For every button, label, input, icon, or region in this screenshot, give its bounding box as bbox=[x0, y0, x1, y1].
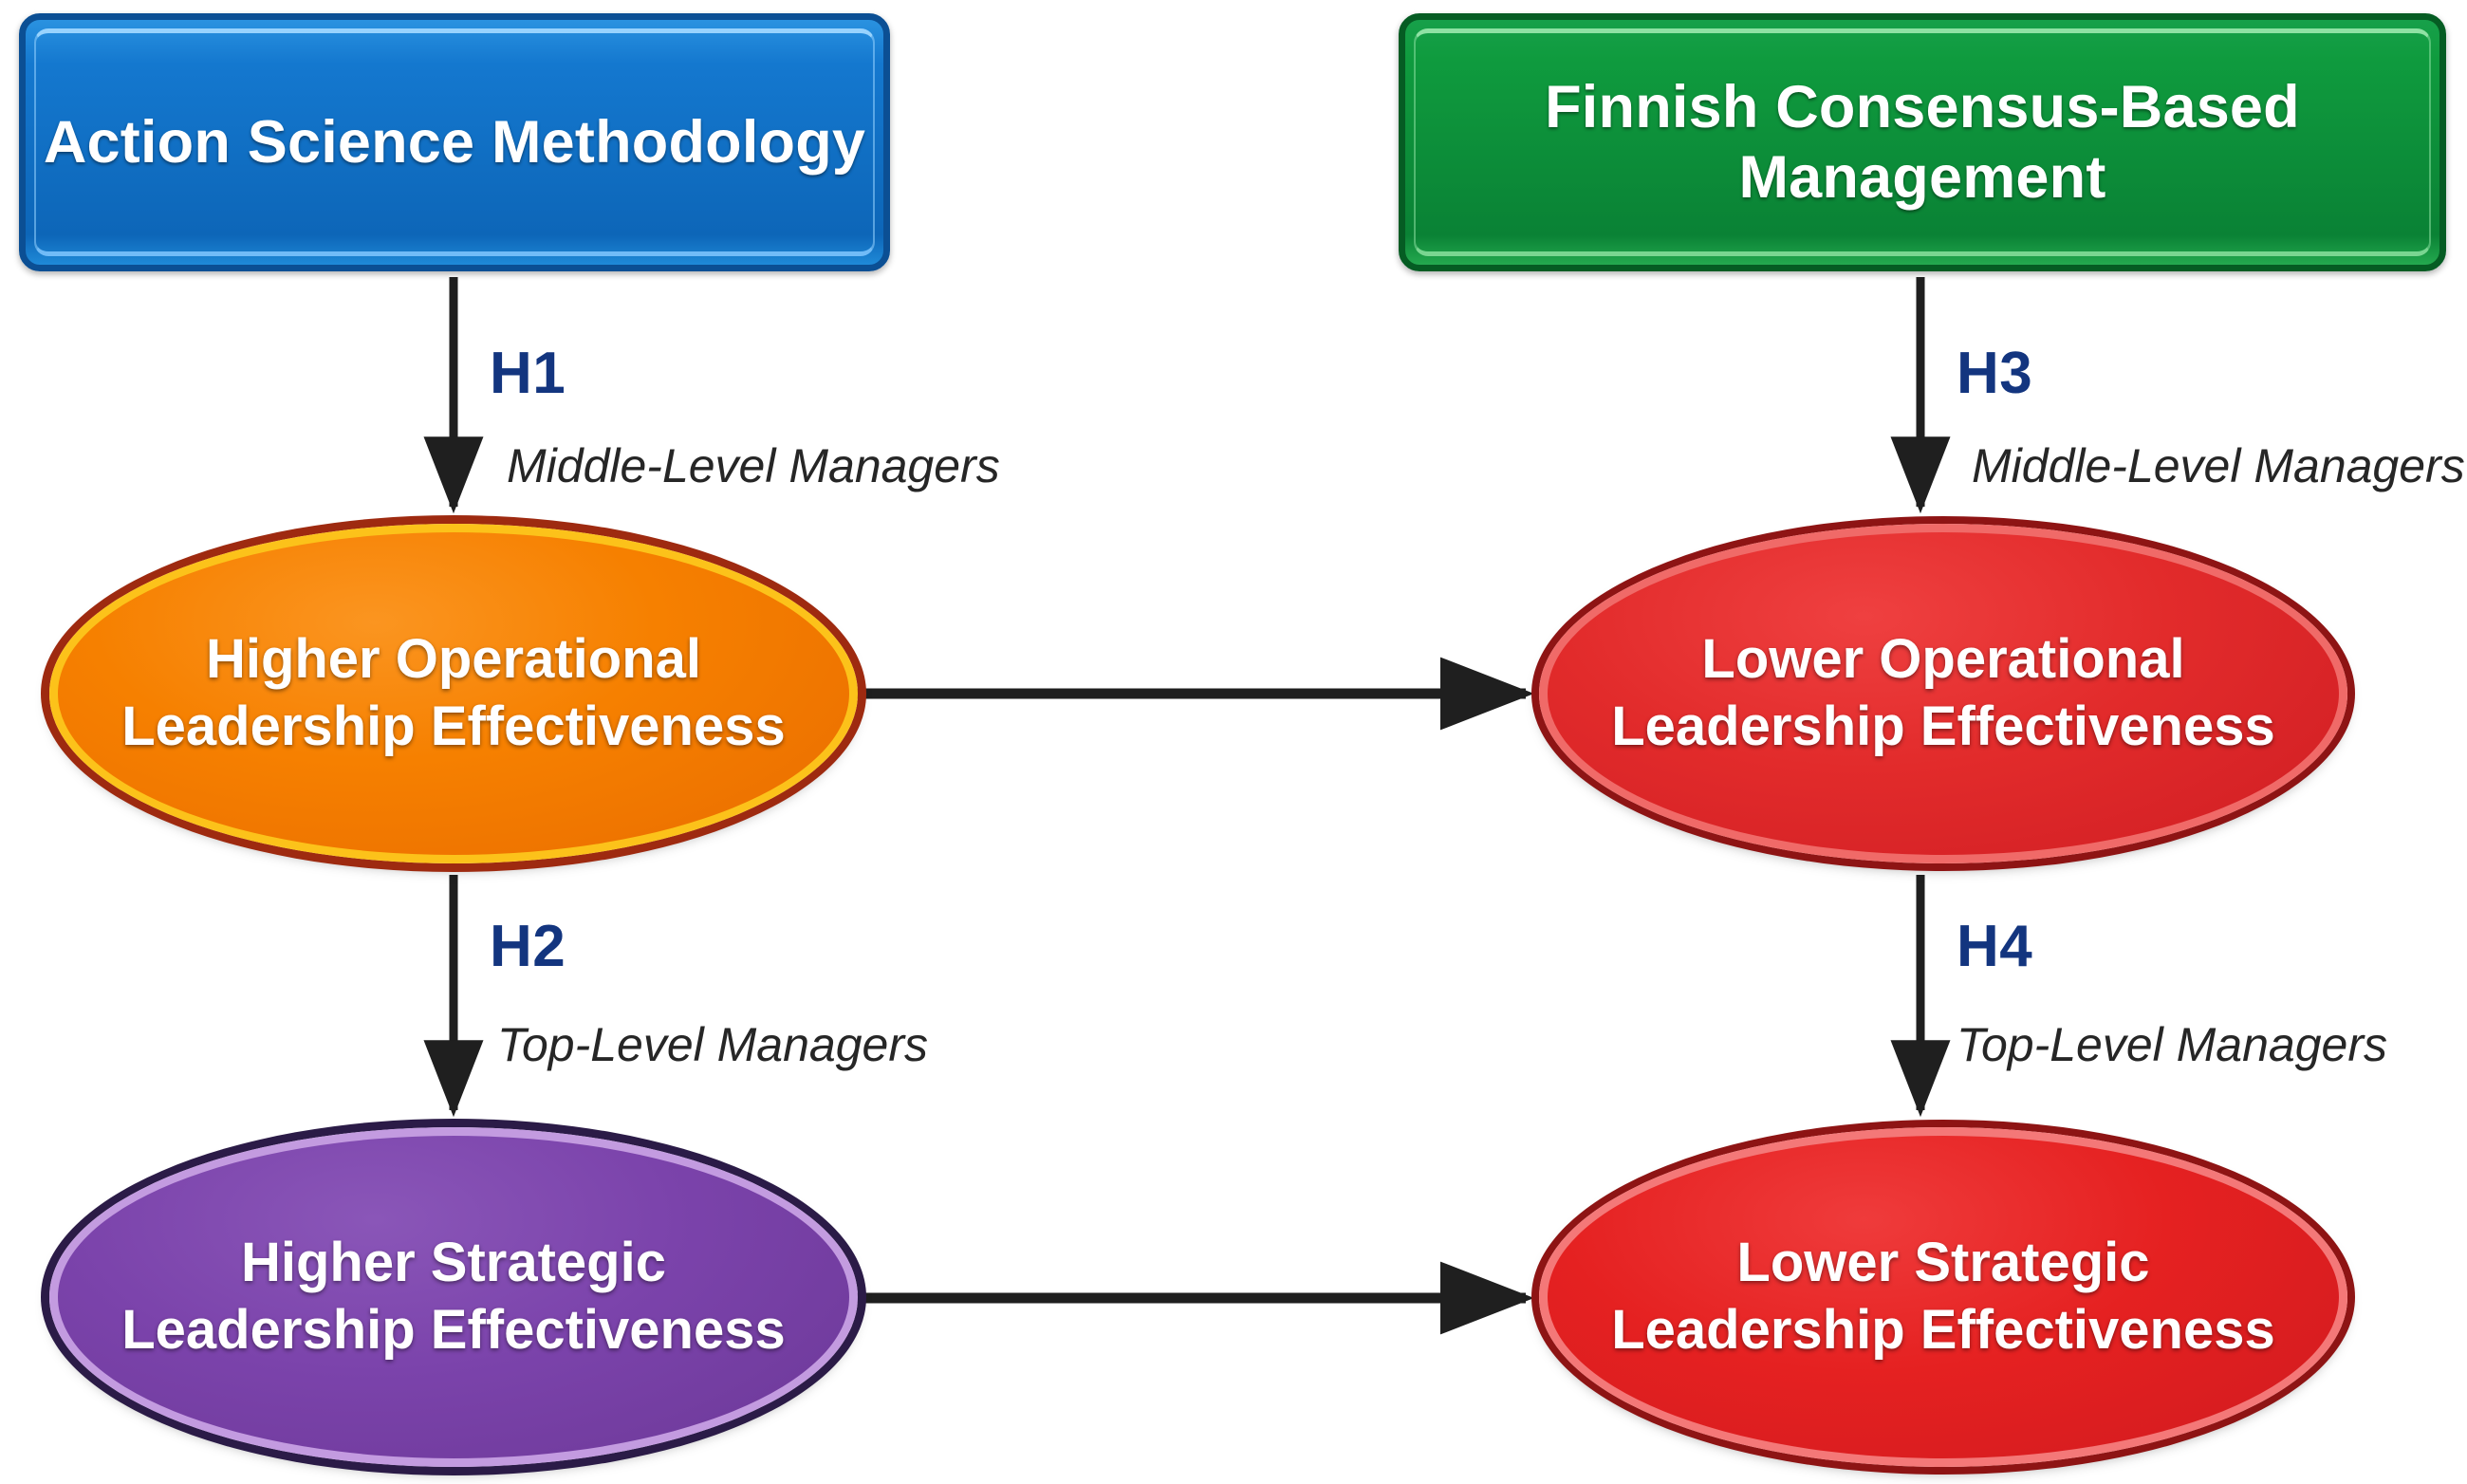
node-label-finnish-consensus: Finnish Consensus-Based Management bbox=[1545, 73, 2300, 211]
hypothesis-note-h4: Top-Level Managers bbox=[1957, 1018, 2387, 1071]
hypothesis-label-h3: H3 bbox=[1957, 341, 2033, 406]
hypothesis-label-h1: H1 bbox=[490, 341, 566, 406]
hypothesis-note-h3: Middle-Level Managers bbox=[1972, 439, 2465, 492]
hypothesis-label-h2: H2 bbox=[490, 914, 566, 979]
node-action-science-methodology[interactable]: Action Science Methodology bbox=[19, 13, 890, 271]
hypothesis-label-h4: H4 bbox=[1957, 914, 2033, 979]
hypothesis-note-h2: Top-Level Managers bbox=[497, 1018, 928, 1071]
node-label-lower-strategic: Lower Strategic Leadership Effectiveness bbox=[1611, 1232, 2275, 1361]
node-finnish-consensus-based-management[interactable]: Finnish Consensus-Based Management bbox=[1399, 13, 2446, 271]
node-label-higher-operational: Higher Operational Leadership Effectiven… bbox=[121, 628, 786, 757]
node-label-higher-strategic: Higher Strategic Leadership Effectivenes… bbox=[121, 1232, 786, 1361]
node-label-lower-operational: Lower Operational Leadership Effectivene… bbox=[1611, 628, 2275, 757]
hypothesis-note-h1: Middle-Level Managers bbox=[507, 439, 1000, 492]
node-label-action-science: Action Science Methodology bbox=[43, 108, 866, 176]
node-lower-strategic-leadership-effectiveness[interactable]: Lower Strategic Leadership Effectiveness bbox=[1539, 1127, 2347, 1467]
node-higher-operational-leadership-effectiveness[interactable]: Higher Operational Leadership Effectiven… bbox=[49, 524, 858, 863]
node-higher-strategic-leadership-effectiveness[interactable]: Higher Strategic Leadership Effectivenes… bbox=[49, 1127, 858, 1467]
node-lower-operational-leadership-effectiveness[interactable]: Lower Operational Leadership Effectivene… bbox=[1539, 524, 2347, 863]
